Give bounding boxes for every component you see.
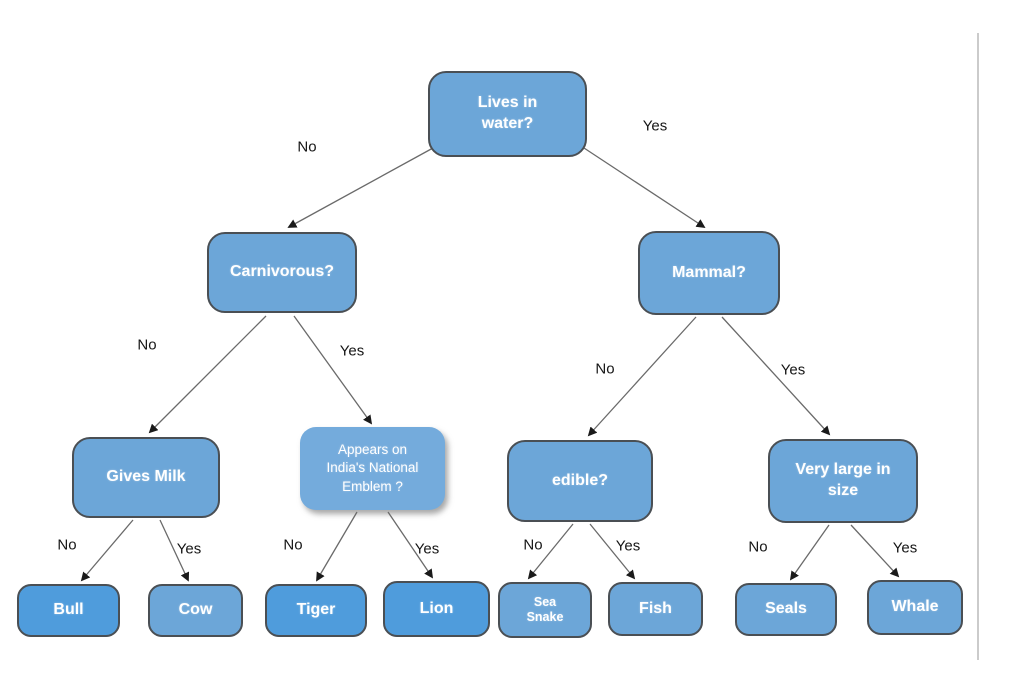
node-very-large: Very large in size [768,439,918,523]
node-national-emblem-label: Appears on [337,442,408,458]
edge-lives-in-water-mammal [583,147,706,229]
node-carnivorous: Carnivorous? [207,232,357,313]
edge-very-large-seals [789,524,830,581]
edge-label-edible-sea-snake: No [523,536,543,554]
node-fish: Fish [608,582,703,636]
node-seals-label: Seals [765,600,807,618]
node-gives-milk: Gives Milk [72,437,220,518]
node-national-emblem-label: India's National [326,460,419,476]
node-whale-label: Whale [891,598,939,616]
edge-very-large-whale [850,524,900,578]
node-fish-label: Fish [639,599,672,617]
node-tiger: Tiger [265,584,367,637]
node-sea-snake-label: Snake [526,610,564,624]
edge-label-gives-milk-cow: Yes [176,540,202,558]
edge-label-very-large-seals: No [748,538,768,556]
node-lion: Lion [383,581,490,637]
node-lion-label: Lion [419,599,454,617]
node-lives-in-water: Lives in water? [428,71,587,157]
node-cow-label: Cow [178,601,213,619]
edge-label-edible-fish: Yes [615,537,641,555]
node-sea-snake-label: Sea [533,595,557,609]
node-bull: Bull [17,584,120,637]
edge-label-gives-milk-bull: No [57,536,77,554]
edge-edible-fish [589,523,636,580]
node-edible: edible? [507,440,653,522]
edge-label-lives-in-water-mammal: Yes [642,117,668,135]
node-cow: Cow [148,584,243,637]
edge-label-mammal-very-large: Yes [780,361,806,379]
edge-gives-milk-bull [80,519,134,582]
edge-edible-sea-snake [527,523,574,580]
edge-carnivorous-national-emblem [293,315,373,425]
edge-label-mammal-edible: No [595,360,615,378]
node-tiger-label: Tiger [296,601,336,619]
node-lives-in-water-label: Lives in [477,94,538,112]
node-lives-in-water-label: water? [481,115,534,132]
edge-mammal-very-large [721,316,831,436]
edge-carnivorous-gives-milk [148,315,267,434]
node-seals: Seals [735,583,837,636]
node-gives-milk-label: Gives Milk [106,468,186,486]
node-national-emblem-label: Emblem ? [342,478,403,494]
node-bull-label: Bull [53,601,84,619]
edge-national-emblem-tiger [316,511,358,582]
node-carnivorous-label: Carnivorous? [229,263,334,281]
edge-label-carnivorous-national-emblem: Yes [339,342,365,360]
edge-label-national-emblem-lion: Yes [414,540,440,558]
edge-mammal-edible [587,316,697,437]
node-very-large-label: Very large in [795,461,891,479]
node-edible-label: edible? [551,471,608,489]
edge-label-national-emblem-tiger: No [283,536,303,554]
edge-label-lives-in-water-carnivorous: No [297,138,317,156]
page-edge-line [977,33,979,660]
edge-label-very-large-whale: Yes [892,539,918,557]
node-whale: Whale [867,580,963,635]
edge-gives-milk-cow [159,519,190,582]
node-very-large-label: size [827,482,859,499]
edge-label-carnivorous-gives-milk: No [137,336,157,354]
edge-national-emblem-lion [387,511,434,579]
edge-lives-in-water-carnivorous [287,147,434,228]
node-mammal-label: Mammal? [672,263,746,281]
node-mammal: Mammal? [638,231,780,315]
